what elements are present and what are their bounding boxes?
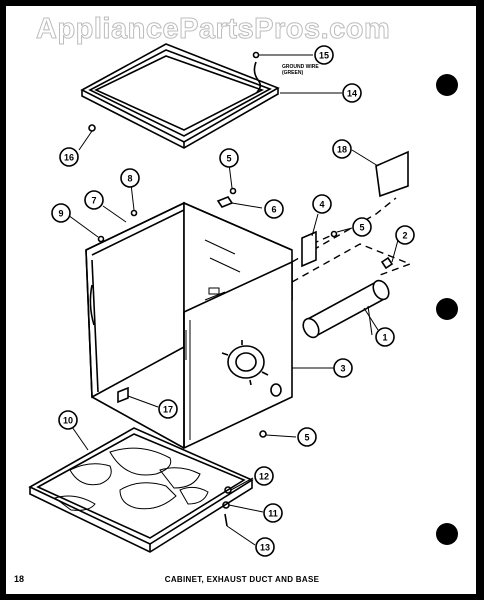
callout-number: 5 [359, 223, 364, 233]
top-panel [80, 43, 280, 149]
callout-number: 5 [304, 433, 309, 443]
callout-number: 6 [271, 205, 276, 215]
callout-number: 8 [127, 174, 132, 184]
callout-circle [352, 217, 372, 237]
callout-17: 17 [158, 399, 178, 419]
base-pan [28, 427, 254, 553]
callout-9: 9 [51, 203, 71, 223]
callout-circle [84, 190, 104, 210]
callout-circle [342, 83, 362, 103]
callout-number: 4 [319, 200, 324, 210]
watermark-text: AppliancePartsPros.com [35, 13, 391, 46]
callout-circle [297, 427, 317, 447]
callout-8: 8 [120, 168, 140, 188]
callout-circle [375, 327, 395, 347]
callout-circle [51, 203, 71, 223]
callout-4: 4 [312, 194, 332, 214]
callout-15: 15 [314, 45, 334, 65]
callout-number: 7 [91, 196, 96, 206]
callout-2: 2 [395, 225, 415, 245]
callout-circle [314, 45, 334, 65]
callout-circle [255, 537, 275, 557]
callout-number: 17 [163, 405, 173, 415]
callout-number: 18 [337, 145, 347, 155]
callout-circle [59, 147, 79, 167]
callout-number: 14 [347, 89, 357, 99]
callout-1: 1 [375, 327, 395, 347]
callout-number: 16 [64, 153, 74, 163]
callout-circle [332, 139, 352, 159]
ground-wire-note: GROUND WIRE (GREEN) [282, 64, 319, 76]
callout-circle [263, 503, 283, 523]
callout-circle [219, 148, 239, 168]
callout-number: 15 [319, 51, 329, 61]
callout-circle [333, 358, 353, 378]
callout-13: 13 [255, 537, 275, 557]
ground-wire-label: GROUND WIRE [282, 64, 319, 70]
callout-14: 14 [342, 83, 362, 103]
callout-16: 16 [59, 147, 79, 167]
callout-number: 1 [382, 333, 387, 343]
callout-6: 6 [264, 199, 284, 219]
callout-number: 11 [268, 509, 278, 519]
exhaust-duct [302, 279, 390, 339]
callout-circle [254, 466, 274, 486]
ground-wire-color: (GREEN) [282, 70, 304, 76]
callout-number: 5 [226, 154, 231, 164]
callout-10: 10 [58, 410, 78, 430]
callout-number: 3 [340, 364, 345, 374]
page-number: 18 [14, 574, 25, 584]
binder-hole-top [436, 74, 458, 96]
binder-hole-bottom [436, 523, 458, 545]
callout-circle [264, 199, 284, 219]
callout-number: 2 [402, 231, 407, 241]
callout-3: 3 [333, 358, 353, 378]
callout-18: 18 [332, 139, 352, 159]
callout-number: 13 [260, 543, 270, 553]
callout-circle [120, 168, 140, 188]
binder-hole-middle [436, 298, 458, 320]
callout-number: 12 [259, 472, 269, 482]
callout-5: 5 [297, 427, 317, 447]
callout-number: 10 [63, 416, 73, 426]
callout-circle [395, 225, 415, 245]
callout-7: 7 [84, 190, 104, 210]
callout-circle [58, 410, 78, 430]
diagram-caption: CABINET, EXHAUST DUCT AND BASE [164, 575, 320, 584]
callout-5: 5 [219, 148, 239, 168]
callout-11: 11 [263, 503, 283, 523]
callout-12: 12 [254, 466, 274, 486]
callout-5: 5 [352, 217, 372, 237]
callout-circle [312, 194, 332, 214]
callout-circle [158, 399, 178, 419]
callout-number: 9 [58, 209, 63, 219]
cabinet [85, 201, 293, 450]
